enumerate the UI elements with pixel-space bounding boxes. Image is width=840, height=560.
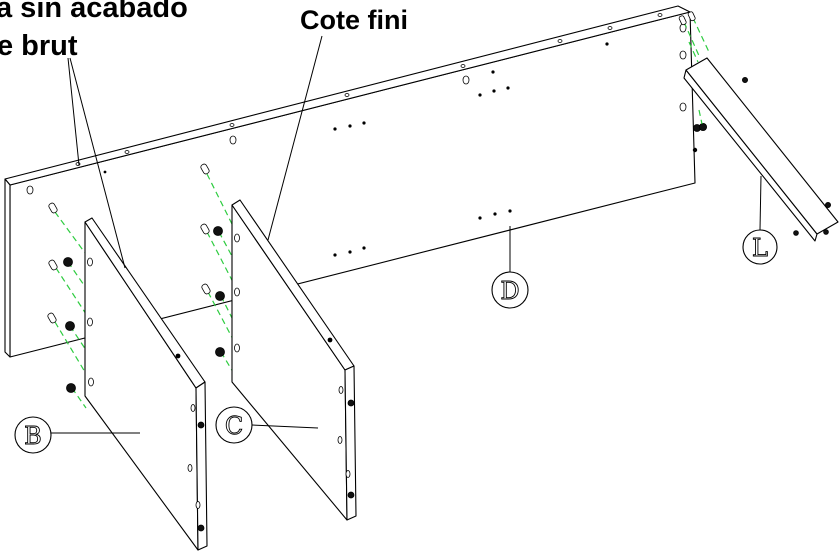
panel-l-dowel-guides	[678, 11, 710, 125]
panel-b	[84, 217, 208, 551]
panel-c-holes	[234, 233, 355, 499]
callout-leaders	[67, 35, 323, 269]
callout-text-2: e brut	[0, 30, 78, 62]
panel-l-fittings	[699, 77, 832, 236]
callout-text-1: a sin acabado	[0, 0, 188, 24]
panel-b-holes	[87, 257, 205, 532]
part-tag-b-letter: B	[24, 422, 42, 450]
part-tag-d: D	[491, 226, 529, 309]
part-tag-b: B	[14, 416, 140, 454]
panel-b-dowel-guides	[47, 202, 89, 409]
panel-d-face-holes	[26, 23, 701, 257]
callout-text-3: Cote fini	[300, 5, 408, 35]
panel-d-left-edge	[4, 178, 11, 358]
panel-c	[231, 199, 357, 521]
panel-l	[683, 57, 839, 242]
panel-l-side	[683, 69, 818, 242]
panel-d-edge-holes	[75, 13, 663, 166]
panel-l-top	[685, 57, 839, 235]
part-tag-l: L	[742, 175, 778, 265]
part-tag-c: C	[215, 406, 319, 444]
part-tag-c-letter: C	[225, 412, 243, 440]
part-tag-d-letter: D	[500, 277, 519, 305]
panel-c-dowel-guides	[200, 163, 237, 373]
panel-d	[4, 5, 701, 358]
part-tag-l-letter: L	[752, 234, 768, 262]
